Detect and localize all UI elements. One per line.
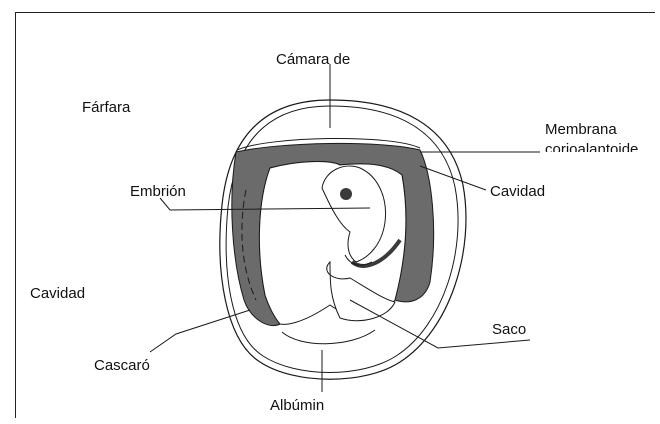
label-shell: Cascaró (94, 357, 150, 374)
label-cavity-left: Cavidad (30, 285, 85, 302)
label-albumen: Albúmin (270, 397, 324, 414)
label-air-chamber: Cámara de (276, 51, 350, 68)
label-yolk-sac: Saco (492, 321, 526, 338)
albumen-pocket (282, 330, 375, 344)
label-membrane-line1: Membrana (545, 121, 617, 138)
label-membrane-line2: corioalantoide (545, 141, 638, 158)
label-fanfara: Fárfara (82, 99, 131, 116)
embryo-eye (340, 188, 352, 200)
label-cavity-right: Cavidad (490, 183, 545, 200)
label-embryo: Embrión (130, 183, 186, 200)
